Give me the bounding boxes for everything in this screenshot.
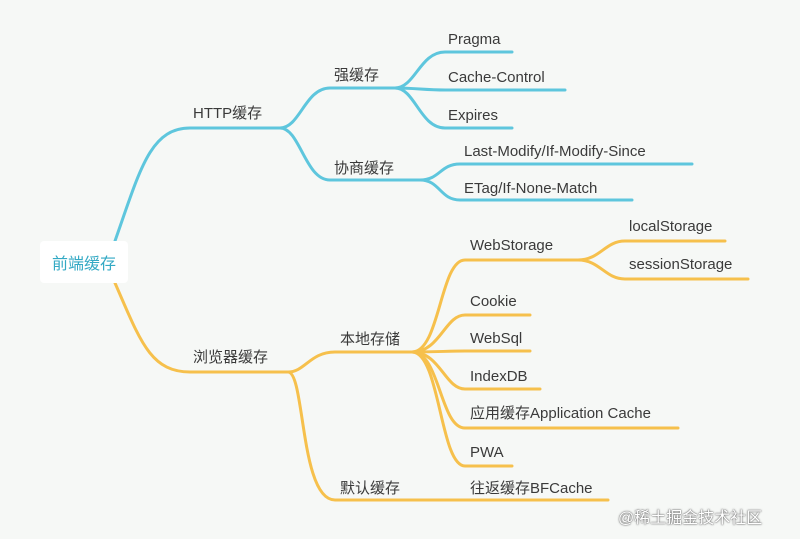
node-webstorage: WebStorage xyxy=(470,237,554,254)
node-localstorage: localStorage xyxy=(629,218,713,235)
connector-pragma xyxy=(393,50,514,90)
node-default-cache: 默认缓存 xyxy=(340,480,401,497)
node-local-storage: 本地存储 xyxy=(340,331,401,348)
node-bfcache: 往返缓存BFCache xyxy=(470,480,593,497)
node-app-cache: 应用缓存Application Cache xyxy=(470,405,651,422)
node-pragma: Pragma xyxy=(448,31,501,48)
connector-last-modify xyxy=(418,162,694,182)
node-http-cache: HTTP缓存 xyxy=(193,105,263,122)
connector-root-browser xyxy=(113,281,290,374)
connector-webstorage xyxy=(410,258,580,354)
connector-websql xyxy=(410,349,532,354)
node-websql: WebSql xyxy=(470,330,523,347)
watermark: @稀土掘金技术社区 xyxy=(618,510,763,527)
connector-browser-default xyxy=(286,370,414,502)
node-cache-control: Cache-Control xyxy=(448,69,545,86)
root-node: 前端缓存 xyxy=(40,241,128,283)
connector-root-http xyxy=(113,126,282,243)
node-last-modify: Last-Modify/If-Modify-Since xyxy=(464,143,646,160)
connector-browser-local xyxy=(286,350,414,374)
node-pwa: PWA xyxy=(470,444,504,461)
connector-sessionstorage xyxy=(576,258,750,281)
node-expires: Expires xyxy=(448,107,499,124)
node-browser-cache: 浏览器缓存 xyxy=(193,349,269,366)
connector-http-negotiated xyxy=(278,126,422,182)
connector-http-strong xyxy=(278,86,397,130)
node-cookie: Cookie xyxy=(470,293,517,310)
connector-etag xyxy=(418,178,634,202)
connector-expires xyxy=(393,86,514,130)
connector-cache-control xyxy=(393,86,567,92)
node-etag: ETag/If-None-Match xyxy=(464,180,598,197)
node-strong-cache: 强缓存 xyxy=(334,67,380,84)
node-indexdb: IndexDB xyxy=(470,368,528,385)
connector-pwa xyxy=(410,350,514,468)
node-negotiated-cache: 协商缓存 xyxy=(334,160,395,177)
node-sessionstorage: sessionStorage xyxy=(629,256,733,273)
